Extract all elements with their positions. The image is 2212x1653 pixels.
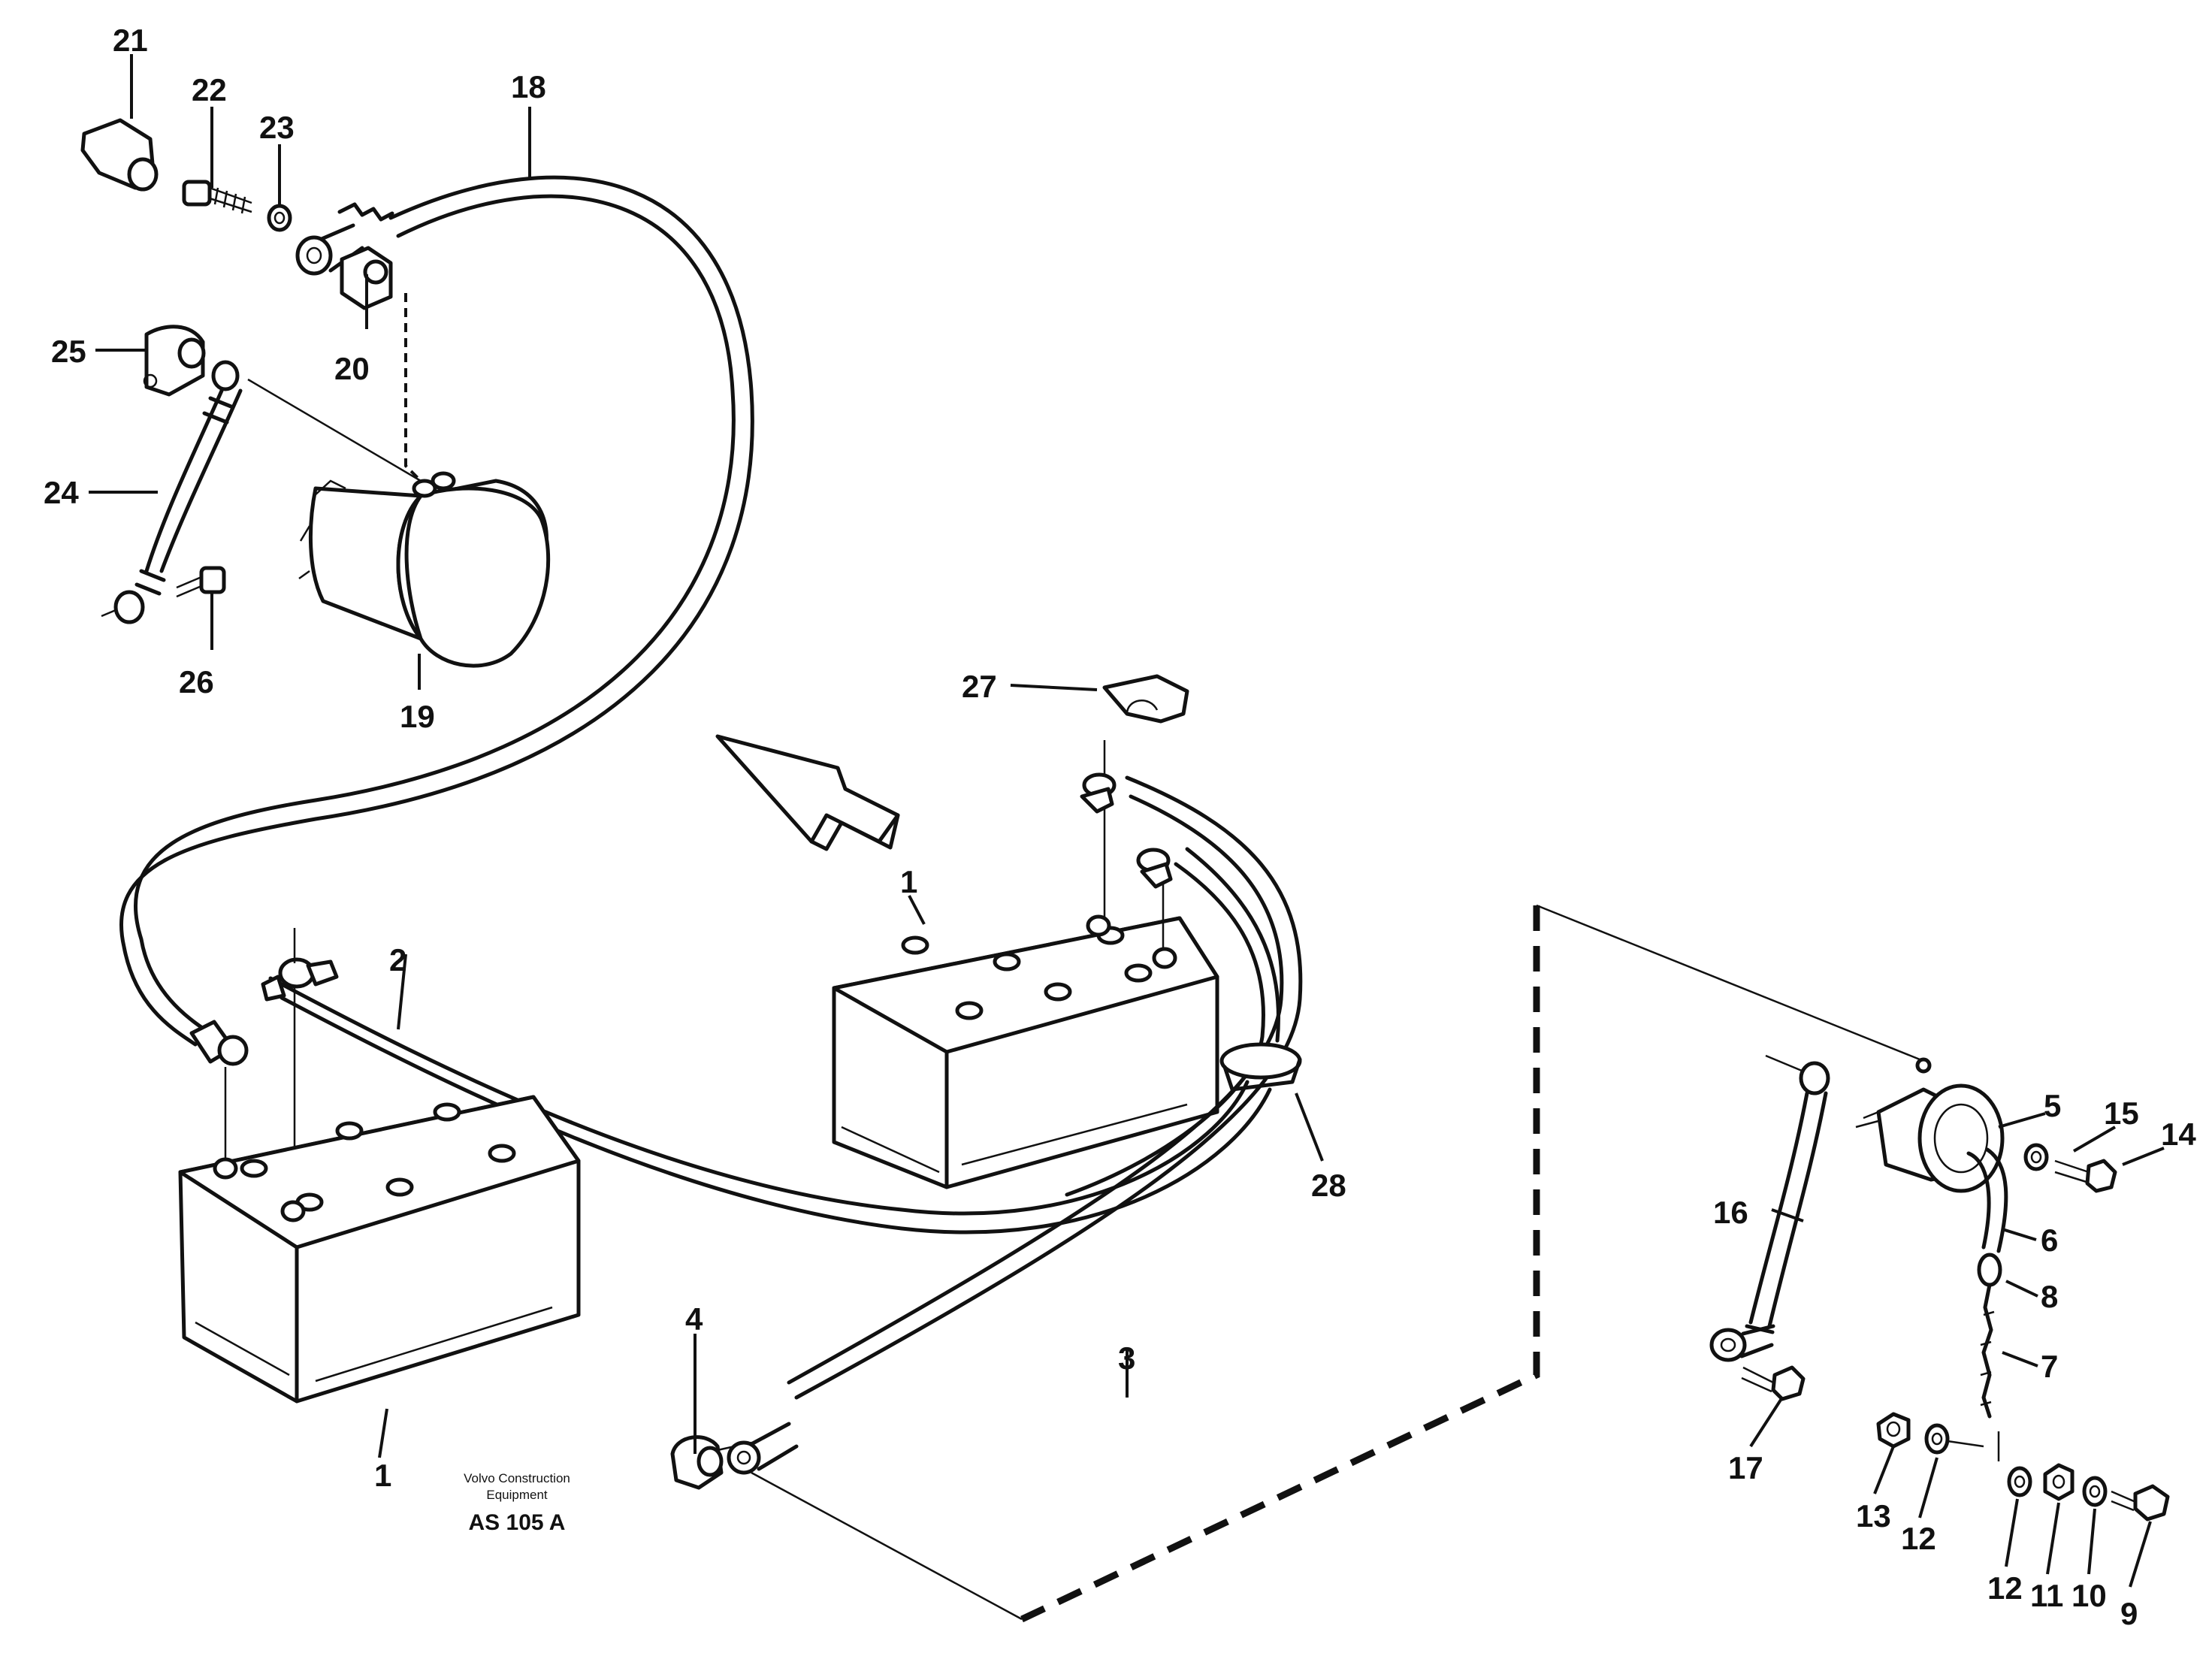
label-2: 2 — [389, 942, 406, 978]
part-15-washer — [2023, 1143, 2049, 1171]
battery-right-terminals — [1086, 914, 1177, 969]
part-19-starter-motor — [298, 471, 551, 668]
part-16-cable — [1709, 1054, 1830, 1362]
part-26-bolt — [176, 566, 226, 598]
label-22: 22 — [192, 72, 227, 107]
drawing-code: AS 105 A — [469, 1510, 566, 1535]
label-14: 14 — [2161, 1117, 2196, 1152]
label-15: 15 — [2104, 1095, 2139, 1131]
part-23-washer — [267, 204, 292, 232]
part-12-washer-upper — [1924, 1423, 1984, 1455]
label-3: 3 — [1118, 1340, 1135, 1376]
part-4-terminal-cover — [670, 1435, 752, 1490]
part-24-ground-cable — [101, 360, 422, 624]
part-14-bolt — [2054, 1159, 2117, 1193]
label-8: 8 — [2041, 1279, 2058, 1314]
label-20: 20 — [334, 351, 370, 386]
callout-labels: 21 22 23 18 25 20 24 26 19 27 1 2 1 28 5… — [44, 23, 2196, 1631]
label-21: 21 — [113, 23, 148, 58]
label-13: 13 — [1856, 1498, 1891, 1534]
label-26: 26 — [179, 664, 214, 700]
footer-credit: Volvo Construction Equipment AS 105 A — [464, 1471, 570, 1535]
label-28: 28 — [1311, 1168, 1346, 1203]
label-27: 27 — [962, 669, 997, 704]
part-6-key — [1966, 1147, 2008, 1253]
part-9-bolt — [2111, 1484, 2170, 1522]
part-17-bolt — [1741, 1365, 1806, 1401]
part-7-chain — [1980, 1283, 2000, 1461]
part-5-main-switch — [1855, 1057, 2005, 1193]
cable-3 — [787, 775, 1303, 1400]
label-1-right: 1 — [900, 864, 917, 899]
battery-left-terminals — [213, 1157, 306, 1222]
label-12-upper: 12 — [1901, 1521, 1936, 1556]
label-7: 7 — [2041, 1349, 2058, 1384]
part-8-ring — [1977, 1253, 2002, 1287]
label-19: 19 — [400, 699, 435, 734]
part-13-nut — [1876, 1412, 1911, 1449]
label-24: 24 — [44, 475, 79, 510]
cable-18-lug — [295, 223, 364, 276]
label-4: 4 — [685, 1301, 703, 1337]
part-28-clamp — [1219, 1042, 1302, 1092]
part-27-terminal-cover — [1102, 674, 1189, 724]
label-9: 9 — [2120, 1596, 2138, 1631]
label-10: 10 — [2071, 1578, 2107, 1613]
cable-2 — [268, 976, 1272, 1234]
battery-right-clamps — [1080, 740, 1173, 948]
main-switch-connector-line — [1536, 904, 1924, 1062]
credit-line-2: Equipment — [486, 1488, 548, 1502]
label-6: 6 — [2041, 1222, 2058, 1258]
label-25: 25 — [51, 334, 86, 369]
cable-3-lug — [727, 1422, 1023, 1621]
label-12-lower: 12 — [1987, 1570, 2023, 1606]
label-18: 18 — [511, 69, 546, 104]
cable-2-terminal — [261, 928, 339, 1202]
leader-lines — [89, 54, 2165, 1588]
part-21-terminal-cover — [80, 118, 159, 192]
part-22-bolt — [182, 180, 252, 214]
label-17: 17 — [1728, 1450, 1763, 1485]
direction-arrow — [715, 734, 900, 851]
label-11: 11 — [2030, 1578, 2063, 1613]
part-11-nut — [2043, 1463, 2075, 1501]
label-23: 23 — [259, 110, 295, 145]
cable-battery-right-link — [1065, 847, 1280, 1197]
battery-right — [832, 914, 1219, 1189]
credit-line-1: Volvo Construction — [464, 1471, 570, 1485]
label-5: 5 — [2044, 1088, 2061, 1123]
cable-18 — [119, 175, 754, 1066]
separator-dashed-line — [1020, 905, 1540, 1623]
battery-left — [178, 1095, 581, 1404]
part-25-terminal-cover — [143, 325, 206, 397]
label-16: 16 — [1713, 1195, 1748, 1230]
label-1-left: 1 — [374, 1458, 391, 1493]
part-10-washer — [2082, 1476, 2108, 1507]
part-12-washer-lower — [2007, 1466, 2032, 1497]
